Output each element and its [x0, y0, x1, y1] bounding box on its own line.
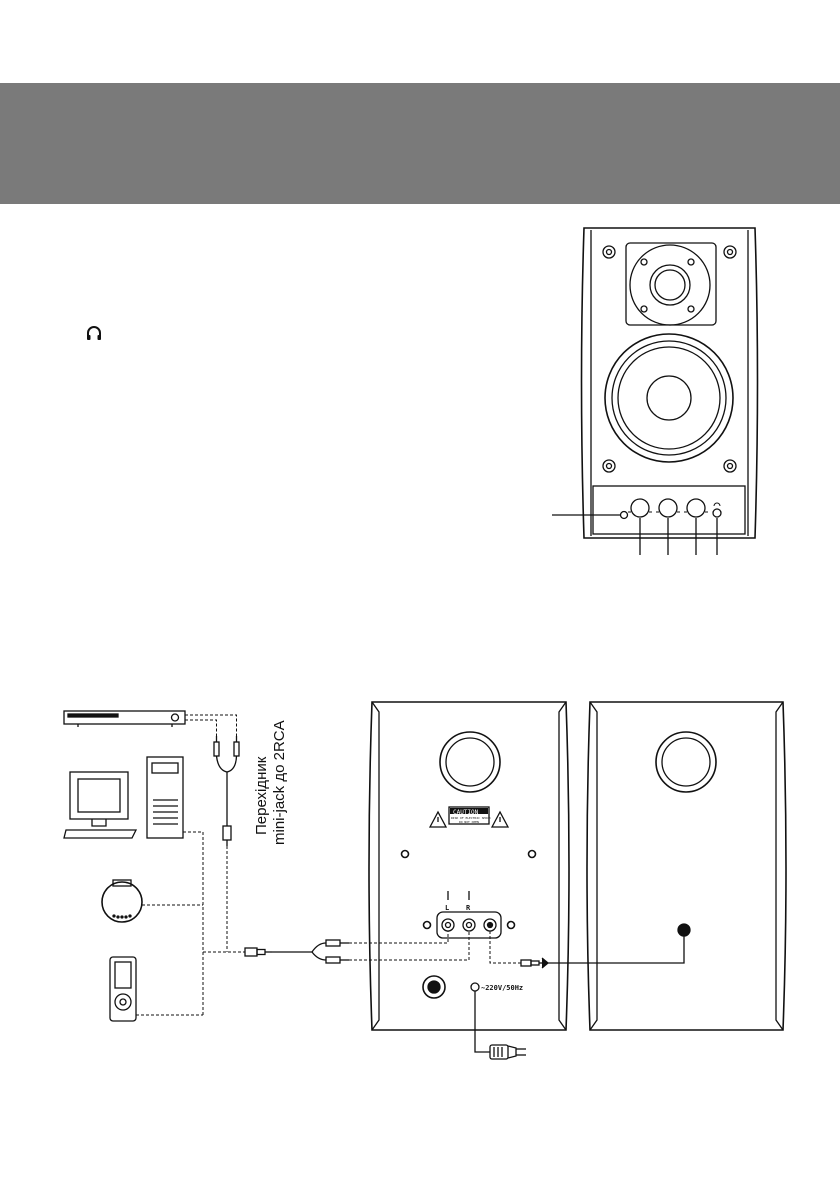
mp3-player-icon [109, 956, 137, 1022]
rca-adapter [213, 736, 240, 846]
cd-player-icon [101, 879, 143, 923]
dvd-player-icon [63, 710, 186, 727]
power-cable [474, 991, 526, 1060]
front-headphone-symbol [713, 502, 721, 507]
adapter-label-line2: mini-jack до 2RCA [271, 720, 288, 845]
header-band [0, 83, 840, 204]
dashed-connections [136, 714, 521, 1016]
power-label: ~220V/50Hz [481, 984, 523, 992]
input-right-label: R [466, 904, 471, 912]
caution-sub2: DO NOT OPEN [459, 820, 479, 824]
rear-speaker-active [368, 701, 570, 1031]
headphones-icon [87, 326, 101, 340]
rear-speaker-passive [586, 701, 787, 1031]
front-speaker-screws [602, 245, 737, 473]
front-speaker [552, 227, 759, 555]
caution-label: CAUTION [453, 809, 479, 816]
speaker-link-cable [520, 936, 685, 969]
computer-icon [63, 756, 184, 839]
input-left-label: L [445, 904, 449, 912]
caution-sub1: RISK OF ELECTRIC SHOCK [451, 816, 491, 820]
adapter-label-line1: Перехідник [253, 756, 270, 835]
minijack-cable [244, 939, 349, 964]
